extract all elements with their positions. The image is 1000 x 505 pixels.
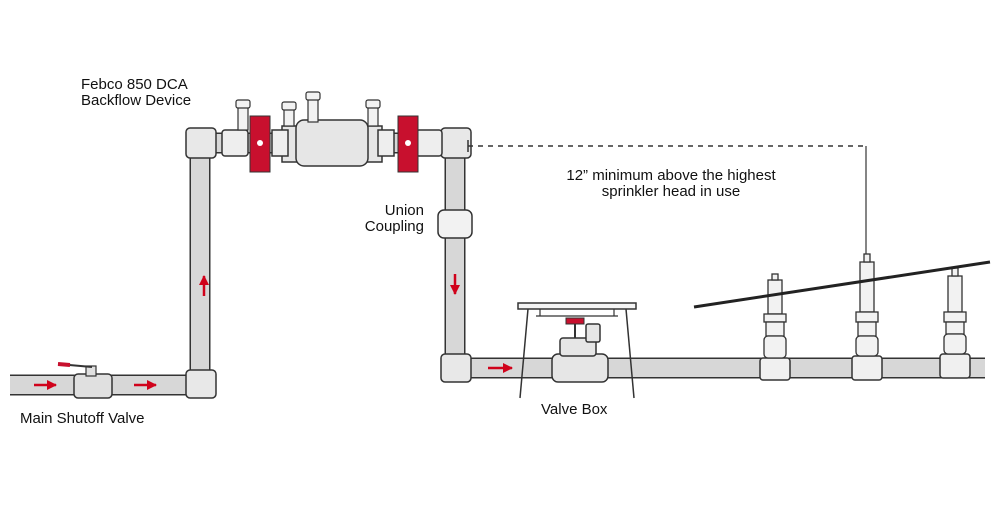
ground-slope-line (693, 260, 991, 309)
height-label-line1: 12” minimum above the highest (566, 167, 776, 184)
elbow-fittings (185, 127, 472, 399)
backflow-label-line1: Febco 850 DCA (81, 76, 188, 93)
backflow-label-line2: Backflow Device (81, 92, 192, 109)
union-label-line1: Union (384, 202, 424, 219)
ball-valve-icon (57, 362, 113, 399)
main-pipe (10, 132, 985, 396)
solenoid-valve-icon (551, 317, 609, 383)
sprinkler-tees (759, 353, 971, 381)
union-label-line2: Coupling (364, 218, 424, 235)
backflow-device (221, 91, 443, 173)
main-shutoff-label: Main Shutoff Valve (20, 410, 145, 427)
height-requirement-label: 12” minimum above the highest sprinkler … (516, 168, 826, 200)
flow-arrow-icon (34, 274, 513, 390)
valve-box-label: Valve Box (541, 401, 608, 418)
height-label-line2: sprinkler head in use (601, 183, 741, 200)
backflow-device-label: Febco 850 DCA Backflow Device (81, 77, 191, 109)
sprinkler-head-icon (763, 253, 967, 359)
height-indicator (467, 140, 867, 254)
union-coupling-label: Union Coupling (330, 203, 424, 235)
union-coupling (437, 209, 473, 239)
valve-box (517, 302, 637, 399)
